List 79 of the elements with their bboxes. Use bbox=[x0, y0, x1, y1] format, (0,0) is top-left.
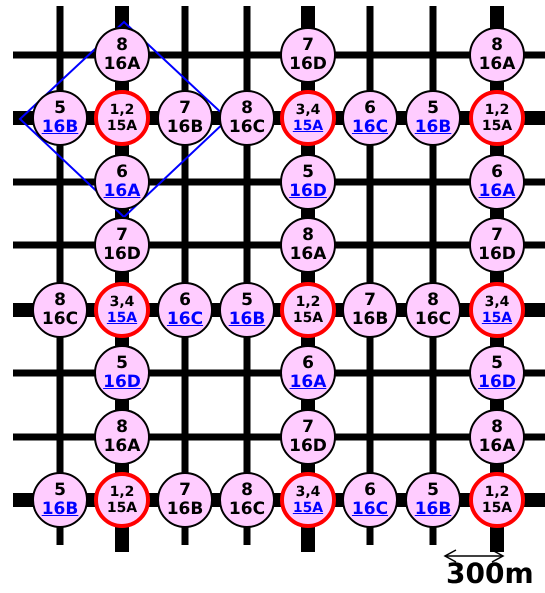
number-label: 3,4 bbox=[484, 295, 510, 309]
route-code-link: 16B bbox=[228, 311, 266, 328]
number-label: 1,2 bbox=[296, 295, 320, 309]
route-code: 16D bbox=[289, 56, 327, 73]
number-label: 8 bbox=[241, 482, 253, 499]
number-label: 7 bbox=[302, 37, 314, 54]
route-code-link: 16A bbox=[478, 183, 516, 200]
number-label: 6 bbox=[179, 292, 191, 309]
route-code: 15A bbox=[482, 501, 512, 515]
route-code-link: 15A bbox=[292, 119, 324, 133]
route-code: 16B bbox=[166, 501, 204, 518]
number-label: 5 bbox=[54, 100, 66, 117]
number-label: 3,4 bbox=[110, 295, 134, 309]
route-code-link: 16C bbox=[166, 311, 204, 328]
route-code-link: 16B bbox=[414, 119, 452, 136]
route-code-link: 15A bbox=[482, 311, 512, 325]
number-label: 5 bbox=[241, 292, 253, 309]
scale-label: 300m bbox=[446, 560, 534, 588]
number-label: 8 bbox=[491, 37, 503, 54]
route-code: 16A bbox=[478, 56, 516, 73]
route-code: 16C bbox=[228, 501, 266, 518]
route-code: 16D bbox=[103, 246, 141, 263]
number-label: 3,4 bbox=[296, 103, 320, 117]
route-code-link: 15A bbox=[106, 311, 138, 325]
number-label: 5 bbox=[427, 482, 439, 499]
route-code: 15A bbox=[482, 119, 512, 133]
route-code: 15A bbox=[106, 119, 138, 133]
route-code-link: 16C bbox=[352, 119, 388, 136]
route-code-link: 16A bbox=[290, 374, 326, 391]
number-label: 8 bbox=[241, 100, 253, 117]
number-label: 6 bbox=[302, 355, 314, 372]
route-code-link: 15A bbox=[292, 501, 324, 515]
route-code: 16A bbox=[104, 438, 140, 455]
number-label: 7 bbox=[179, 482, 191, 499]
route-code-link: 16D bbox=[289, 183, 327, 200]
route-code-link: 16B bbox=[414, 501, 452, 518]
number-label: 5 bbox=[427, 100, 439, 117]
number-label: 1,2 bbox=[484, 485, 510, 499]
route-code: 16C bbox=[414, 311, 452, 328]
number-label: 7 bbox=[491, 227, 503, 244]
number-label: 5 bbox=[302, 164, 314, 181]
number-label: 8 bbox=[116, 419, 128, 436]
number-label: 5 bbox=[116, 355, 128, 372]
number-label: 1,2 bbox=[484, 103, 510, 117]
number-label: 5 bbox=[54, 482, 66, 499]
route-code: 15A bbox=[292, 311, 324, 325]
route-code-link: 16B bbox=[42, 119, 78, 136]
number-label: 1,2 bbox=[110, 103, 134, 117]
route-code-link: 16D bbox=[103, 374, 141, 391]
route-code-link: 16B bbox=[42, 501, 78, 518]
number-label: 6 bbox=[364, 100, 376, 117]
route-code: 16A bbox=[478, 438, 516, 455]
route-code: 16B bbox=[352, 311, 388, 328]
number-label: 6 bbox=[116, 164, 128, 181]
number-label: 8 bbox=[427, 292, 439, 309]
route-code: 16A bbox=[290, 246, 326, 263]
route-code: 16B bbox=[166, 119, 204, 136]
number-label: 7 bbox=[302, 419, 314, 436]
number-label: 1,2 bbox=[110, 485, 134, 499]
route-code-link: 16D bbox=[478, 374, 516, 391]
route-code: 15A bbox=[106, 501, 138, 515]
route-code: 16D bbox=[478, 246, 516, 263]
number-label: 3,4 bbox=[296, 485, 320, 499]
route-code: 16C bbox=[42, 311, 78, 328]
route-code: 16C bbox=[228, 119, 266, 136]
number-label: 7 bbox=[179, 100, 191, 117]
route-code: 16D bbox=[289, 438, 327, 455]
number-label: 8 bbox=[491, 419, 503, 436]
number-label: 8 bbox=[54, 292, 66, 309]
route-code-link: 16C bbox=[352, 501, 388, 518]
number-label: 8 bbox=[302, 227, 314, 244]
number-label: 7 bbox=[116, 227, 128, 244]
number-label: 6 bbox=[364, 482, 376, 499]
route-code: 16A bbox=[104, 56, 140, 73]
number-label: 8 bbox=[116, 37, 128, 54]
number-label: 7 bbox=[364, 292, 376, 309]
number-label: 5 bbox=[491, 355, 503, 372]
number-label: 6 bbox=[491, 164, 503, 181]
route-code-link: 16A bbox=[104, 183, 140, 200]
